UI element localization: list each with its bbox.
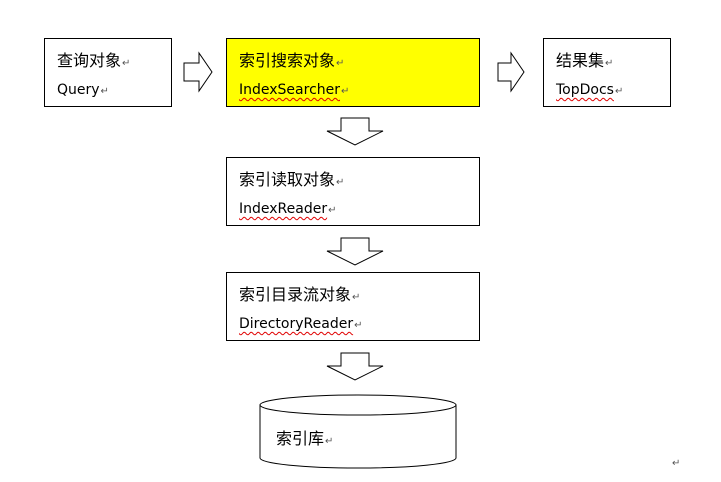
reader-box: 索引读取对象↵ IndexReader↵	[226, 157, 480, 226]
paragraph-mark-icon: ↵	[352, 292, 361, 303]
paragraph-mark-icon: ↵	[100, 86, 109, 97]
paragraph-mark-icon: ↵	[336, 177, 345, 188]
query-box-title: 查询对象	[57, 51, 122, 70]
query-box-subtitle: Query	[57, 82, 100, 98]
paragraph-mark-icon: ↵	[341, 86, 350, 97]
result-box-title: 结果集	[556, 51, 605, 70]
directory-box-title: 索引目录流对象	[239, 285, 352, 304]
result-box: 结果集↵ TopDocs↵	[543, 38, 671, 107]
paragraph-mark-icon: ↵	[614, 86, 624, 97]
paragraph-mark-icon: ↵	[354, 320, 363, 331]
paragraph-mark-icon: ↵	[605, 58, 614, 69]
database-label: 索引库	[276, 429, 325, 448]
paragraph-mark-icon: ↵	[325, 436, 334, 447]
directory-box-subtitle: DirectoryReader	[239, 316, 354, 332]
searcher-box: 索引搜索对象↵ IndexSearcher↵	[226, 38, 480, 107]
arrow-right-icon	[183, 51, 213, 93]
arrow-right-icon	[497, 51, 525, 93]
database-cylinder	[259, 394, 457, 469]
directory-box: 索引目录流对象↵ DirectoryReader↵	[226, 272, 480, 341]
arrow-down-icon	[326, 237, 384, 266]
searcher-box-title: 索引搜索对象	[239, 51, 336, 70]
reader-box-subtitle: IndexReader	[239, 201, 328, 217]
arrow-down-icon	[326, 117, 384, 146]
paragraph-mark-icon: ↵	[336, 58, 345, 69]
paragraph-mark-icon: ↵	[122, 58, 131, 69]
paragraph-mark-icon: ↵	[672, 458, 681, 469]
query-box: 查询对象↵ Query↵	[44, 38, 172, 107]
searcher-box-subtitle: IndexSearcher	[239, 82, 341, 98]
arrow-down-icon	[326, 352, 384, 381]
paragraph-mark-icon: ↵	[328, 205, 337, 216]
result-box-subtitle: TopDocs	[556, 82, 614, 98]
reader-box-title: 索引读取对象	[239, 170, 336, 189]
